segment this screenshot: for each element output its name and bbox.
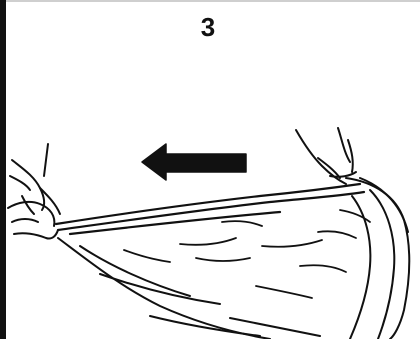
- right-hand-icon: [296, 128, 356, 184]
- fabric-top-edge: [56, 184, 364, 234]
- left-hand-icon: [8, 144, 60, 239]
- direction-arrow-icon: [142, 144, 246, 180]
- fabric-right-fold: [346, 178, 409, 339]
- fabric-bottom-drape: [58, 238, 320, 339]
